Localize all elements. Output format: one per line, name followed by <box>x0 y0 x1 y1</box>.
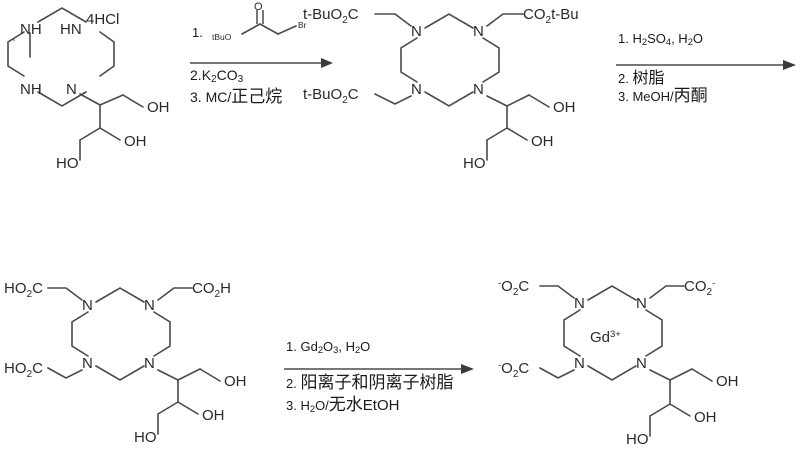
ring-atom-label-N-bottomright: N <box>636 355 647 372</box>
ring-atom-label-N-bottomleft: N <box>82 355 93 372</box>
ring-atom-label-HN-topright: HN <box>60 21 82 38</box>
arrow-1-condition-above: 1. <box>192 26 203 40</box>
ring-atom-label-N-bottomleft: N <box>574 355 585 372</box>
ring-atom-label-N-bottomright: N <box>66 81 77 98</box>
ring-atom-label-N-topright: N <box>636 295 647 312</box>
side-chain-hydroxyl-label-3: HO <box>626 431 649 448</box>
ring-atom-label-NH-bottomleft: NH <box>20 81 42 98</box>
ester-label-left-top: t-BuO2C <box>303 6 359 26</box>
arrow-3-condition-3: 3. H2O/无水EtOH <box>286 394 400 415</box>
salt-label-4hcl: 4HCl <box>86 11 119 28</box>
arrow-1-conditions-below: 2.K2CO3 3. MC/正己烷 <box>190 68 282 107</box>
arrow-3-condition-1: 1. Gd2O3, H2O <box>286 339 371 356</box>
acid-label-left-bottom: HO2C <box>4 360 43 380</box>
ester-label-left-bottom: t-BuO2C <box>303 86 359 106</box>
acid-label-left-top: HO2C <box>4 280 43 300</box>
ring-atom-label-N-topright: N <box>473 23 484 40</box>
structure-butrol-free-acid: N N N N HO2C CO2H HO2C OH OH HO <box>4 272 263 457</box>
side-chain-hydroxyl-label-2: OH <box>202 407 225 424</box>
arrow-2-condition-3: 3. MeOH/丙酮 <box>618 85 708 106</box>
reaction-arrow-2 <box>616 58 798 72</box>
side-chain-hydroxyl-label-2: OH <box>124 133 147 150</box>
side-chain-hydroxyl-label-1: OH <box>224 373 247 390</box>
arrow-2-conditions-below: 2. 树脂 3. MeOH/丙酮 <box>618 68 708 106</box>
side-chain-hydroxyl-label-1: OH <box>147 99 170 116</box>
ring-atom-label-N-bottomleft: N <box>411 81 422 98</box>
side-chain-hydroxyl-label-3: HO <box>134 429 157 446</box>
reagent-label-tbuo: tBuO <box>212 32 232 42</box>
structure-gadobutrol-gadolinium-complex: N N N N Gd3+ -O2C CO2- -O2C OH OH H <box>490 272 790 464</box>
structure-tri-tert-butyl-ester-intermediate: N N N N t-BuO2C CO2t-Bu t-BuO2C OH OH HO <box>303 0 610 180</box>
reagent-tert-butyl-bromoacetate: tBuO O Br <box>212 1 332 52</box>
arrow-3-conditions-above: 1. Gd2O3, H2O <box>286 340 370 356</box>
carboxylate-label-left-bottom: -O2C <box>498 360 529 380</box>
ring-atom-label-N-topleft: N <box>82 297 93 314</box>
ring-atom-label-N-topright: N <box>144 297 155 314</box>
side-chain-hydroxyl-label-2: OH <box>694 409 717 426</box>
ring-atom-label-NH-topleft: NH <box>20 21 42 38</box>
ring-atom-label-N-bottomright: N <box>473 81 484 98</box>
reagent-label-carbonyl-oxygen: O <box>254 1 263 13</box>
side-chain-hydroxyl-label-1: OH <box>553 99 576 116</box>
ring-atom-label-N-topleft: N <box>411 23 422 40</box>
arrow-3-condition-2: 2. 阳离子和阴离子树脂 <box>286 373 454 393</box>
ring-atom-label-N-topleft: N <box>574 295 585 312</box>
arrow-1-condition-number-1: 1. <box>192 25 203 40</box>
arrow-2-condition-1: 1. H2SO4, H2O <box>618 31 704 48</box>
side-chain-hydroxyl-label-3: HO <box>463 155 486 172</box>
arrow-2-condition-2: 2. 树脂 <box>618 68 665 87</box>
structure-cyclen-butanetriol-tetrahydrochloride: NH HN NH N 4HCl OH OH HO <box>0 0 190 180</box>
ring-atom-label-N-bottomright: N <box>144 355 155 372</box>
side-chain-hydroxyl-label-1: OH <box>716 373 739 390</box>
reaction-arrow-3 <box>284 362 476 376</box>
carboxylate-label-left-top: -O2C <box>498 278 529 298</box>
arrow-1-condition-2: 2.K2CO3 <box>190 67 244 86</box>
carboxylate-label-right-top: CO2- <box>684 278 715 298</box>
arrow-1-condition-3: 3. MC/正己烷 <box>190 86 283 107</box>
side-chain-hydroxyl-label-3: HO <box>56 155 79 172</box>
arrow-3-conditions-below: 2. 阳离子和阴离子树脂 3. H2O/无水EtOH <box>286 373 454 415</box>
side-chain-hydroxyl-label-2: OH <box>531 133 554 150</box>
reaction-arrow-1 <box>190 56 335 70</box>
metal-center-label-gd: Gd3+ <box>590 329 621 346</box>
acid-label-right-top: CO2H <box>192 280 231 300</box>
arrow-2-conditions-above: 1. H2SO4, H2O <box>618 32 703 48</box>
ester-label-right-top: CO2t-Bu <box>523 6 579 26</box>
reagent-label-bromine: Br <box>298 20 307 30</box>
